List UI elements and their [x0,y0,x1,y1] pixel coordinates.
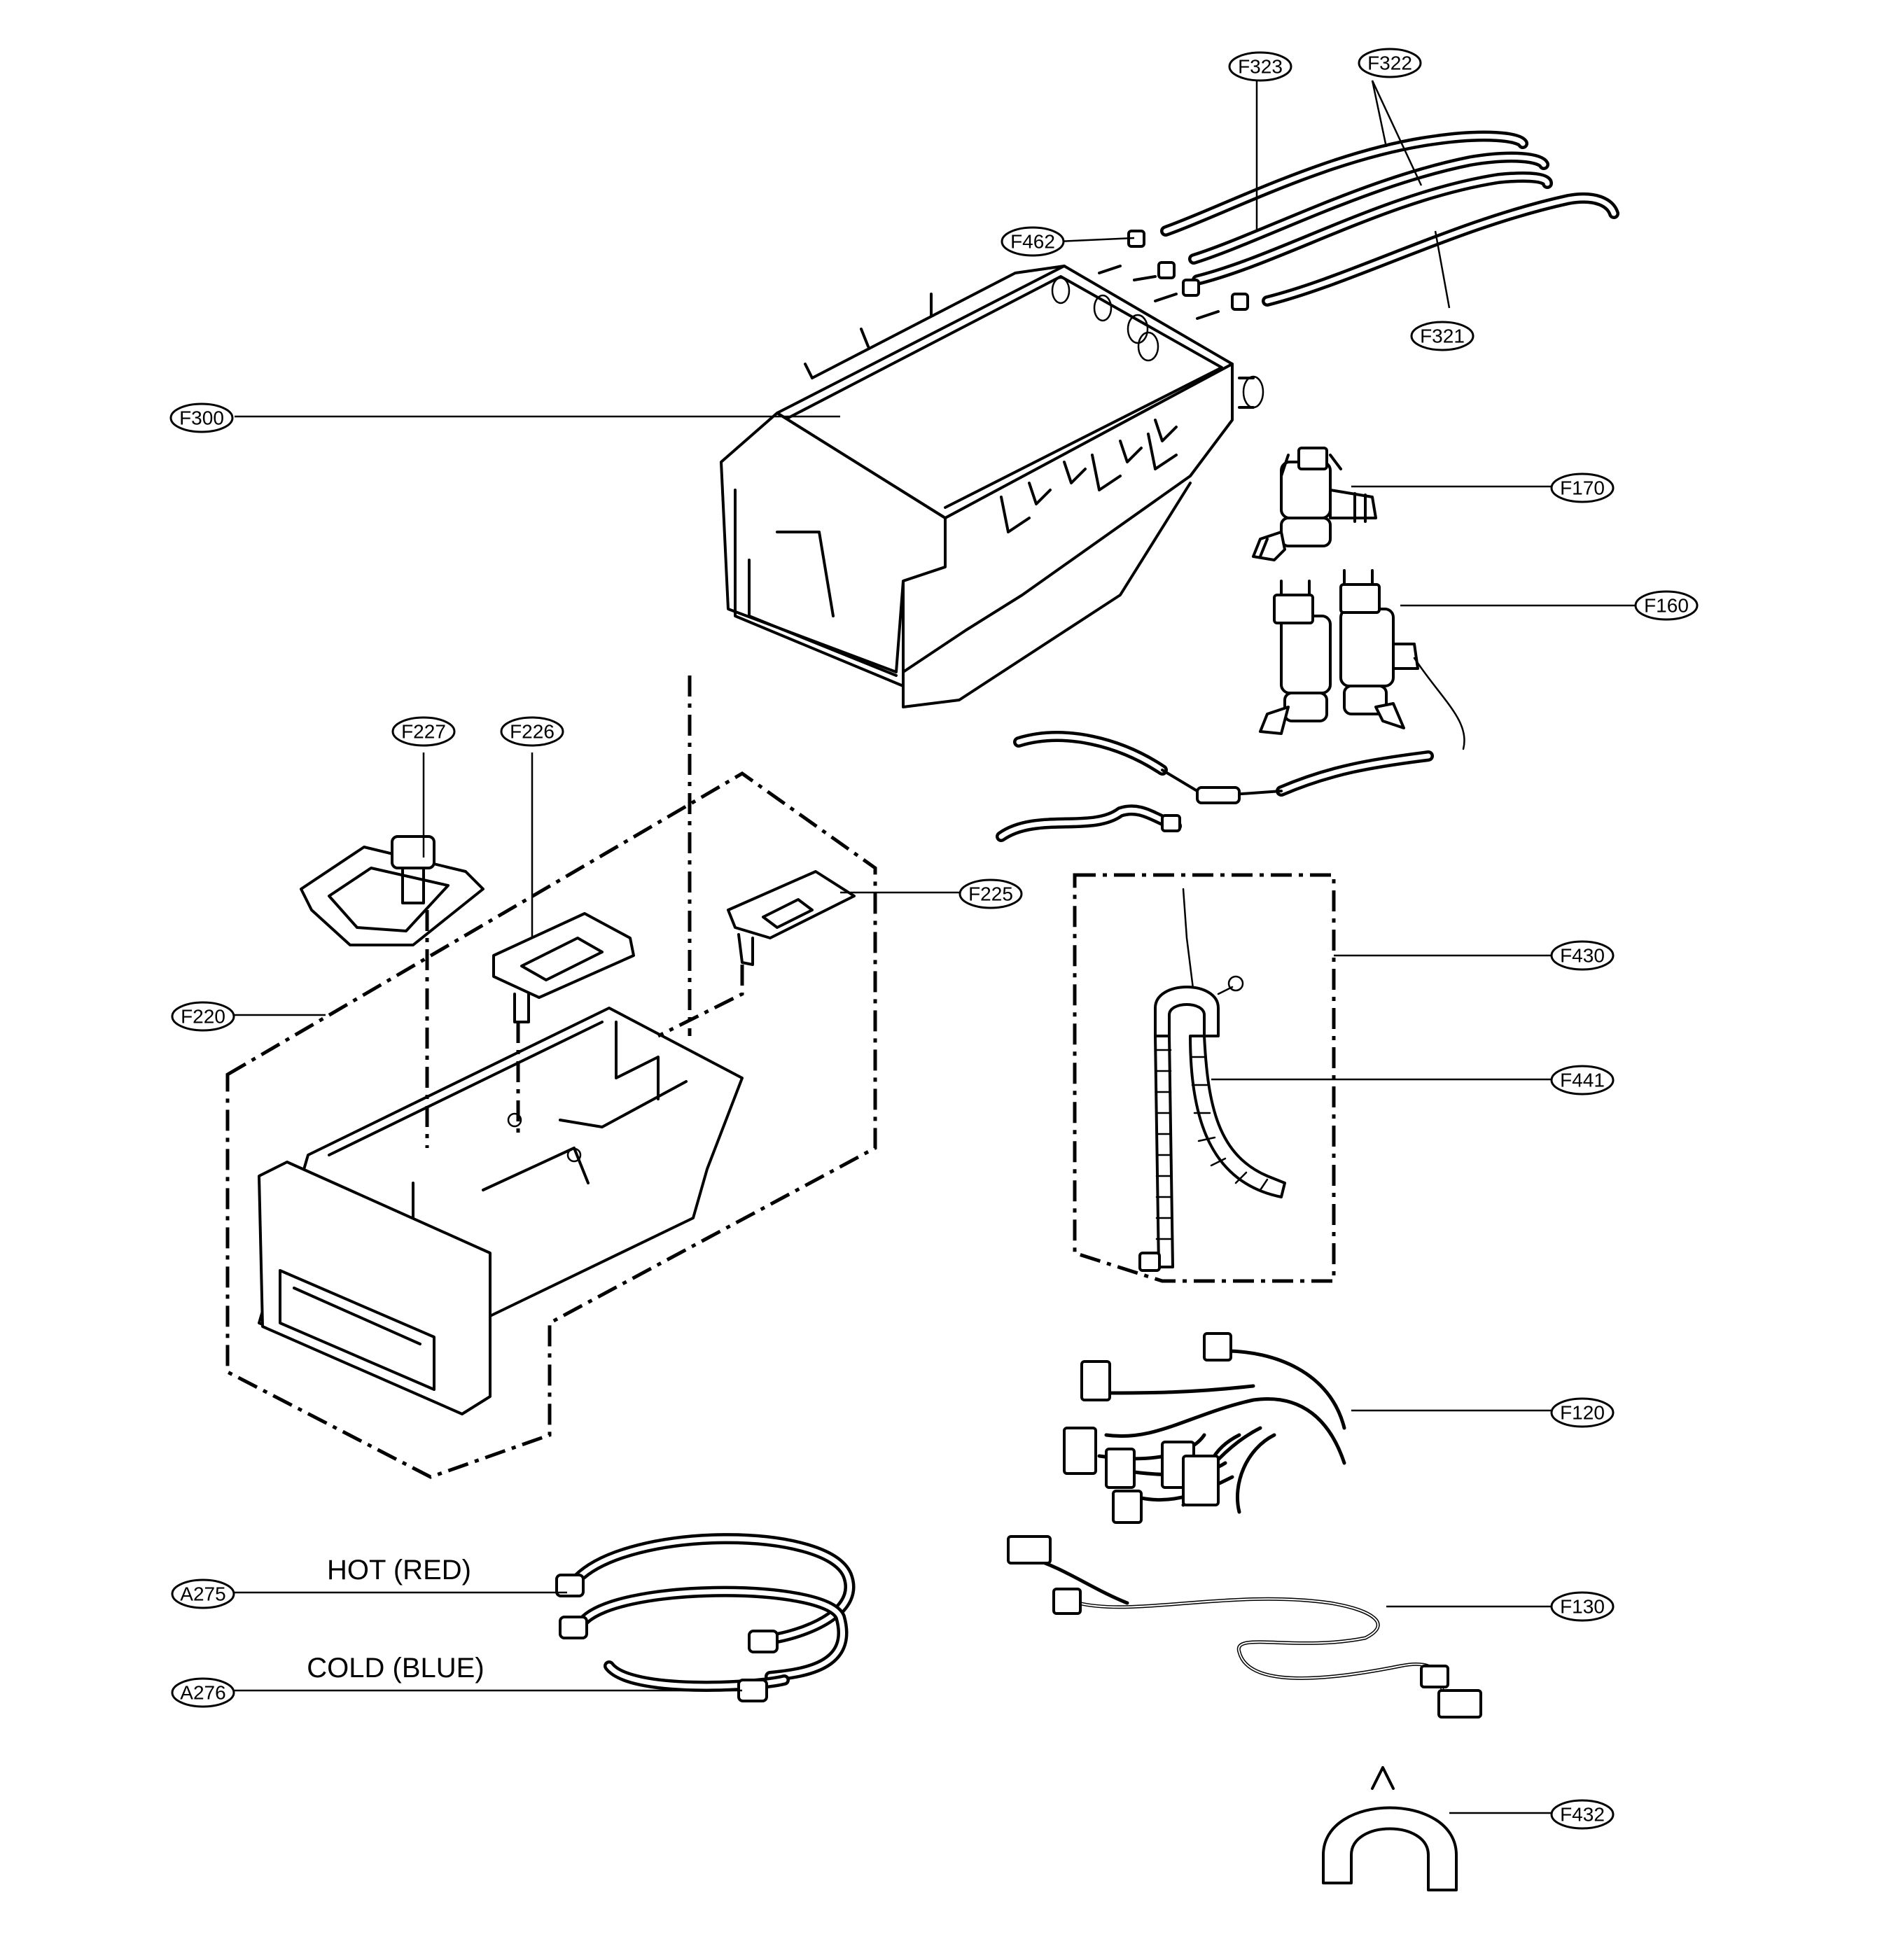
callout-label: F430 [1560,945,1605,967]
hose-clip [1322,1766,1458,1891]
callout-label: F120 [1560,1402,1605,1424]
callout-label: F160 [1644,595,1689,617]
callout-label: F227 [401,721,446,743]
inlet-hoses [1160,130,1619,307]
cold-caption: COLD (BLUE) [307,1653,484,1684]
callout-F300: F300 [169,402,234,433]
callout-F227: F227 [391,716,456,747]
callout-label: F322 [1367,52,1412,74]
wire-harness [1063,1332,1346,1524]
callout-label: A276 [180,1682,225,1704]
callout-label: F321 [1420,326,1465,347]
detergent-cap [727,870,856,966]
callout-label: F432 [1560,1804,1605,1826]
callout-label: F130 [1560,1596,1605,1618]
single-water-valve [1252,447,1377,561]
callout-F226: F226 [500,716,564,747]
hose-clamps [1127,230,1249,311]
callout-F220: F220 [171,1001,235,1032]
callout-F321: F321 [1410,321,1475,351]
sub-harness [1007,1535,1482,1718]
callout-label: F225 [968,883,1013,905]
callout-F441: F441 [1550,1065,1615,1096]
callout-F225: F225 [959,878,1023,909]
callout-label: F226 [510,721,555,743]
detergent-drawer-group [225,771,877,1479]
callout-F462: F462 [1001,226,1065,257]
dispenser-housing [720,265,1264,708]
callout-A276: A276 [171,1677,235,1708]
callout-F120: F120 [1550,1397,1615,1428]
callout-F322: F322 [1358,48,1422,78]
assembly-line-4 [657,965,744,1038]
callout-A275: A275 [171,1578,235,1609]
hot-caption: HOT (RED) [327,1555,471,1586]
callout-label: F441 [1560,1070,1605,1091]
callout-F323: F323 [1228,51,1292,82]
callout-F130: F130 [1550,1591,1615,1622]
valve-hoses [996,731,1434,842]
bleach-cap [492,912,635,1023]
callout-label: F220 [181,1006,225,1028]
drain-hose-box [1073,873,1336,1283]
callout-label: F170 [1560,477,1605,499]
inlet-supply-hoses [555,1533,856,1702]
callout-F430: F430 [1550,940,1615,971]
callout-F170: F170 [1550,472,1615,503]
softener-cap [300,835,485,946]
callout-F432: F432 [1550,1799,1615,1830]
callout-label: F323 [1238,56,1283,78]
callout-label: F300 [179,407,224,429]
callout-label: F462 [1010,231,1055,253]
double-water-valve [1259,569,1465,750]
leader-lines [235,80,1638,1814]
callout-label: A275 [180,1583,225,1605]
callout-F160: F160 [1634,590,1699,621]
